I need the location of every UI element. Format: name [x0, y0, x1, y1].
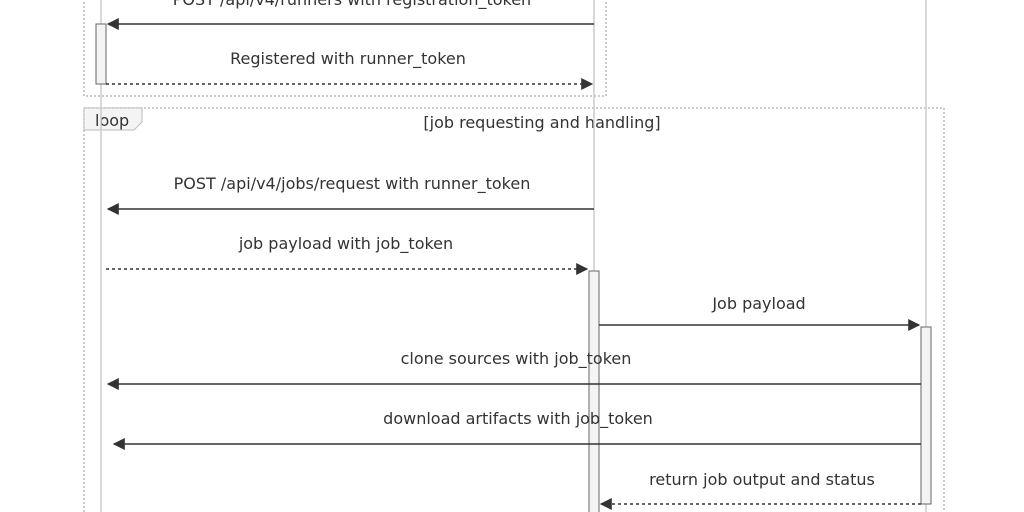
message-label-6: clone sources with job_token	[401, 349, 632, 369]
message-label-5: Job payload	[711, 294, 805, 313]
message-label-2: Registered with runner_token	[230, 49, 466, 69]
message-label-4: job payload with job_token	[238, 234, 453, 254]
message-label-8: return job output and status	[649, 470, 875, 489]
loop-tab	[83, 107, 143, 131]
message-label-1: POST /api/v4/runners with registration_t…	[173, 0, 531, 10]
registration-frame	[83, 0, 607, 97]
activation-gitlab	[95, 23, 107, 85]
activation-executor	[920, 326, 932, 505]
activation-runner	[588, 270, 600, 512]
message-label-3: POST /api/v4/jobs/request with runner_to…	[174, 174, 531, 194]
loop-label: loop	[95, 111, 129, 130]
loop-frame	[83, 107, 945, 512]
message-label-7: download artifacts with job_token	[383, 409, 653, 429]
loop-condition: [job requesting and handling]	[423, 113, 660, 132]
